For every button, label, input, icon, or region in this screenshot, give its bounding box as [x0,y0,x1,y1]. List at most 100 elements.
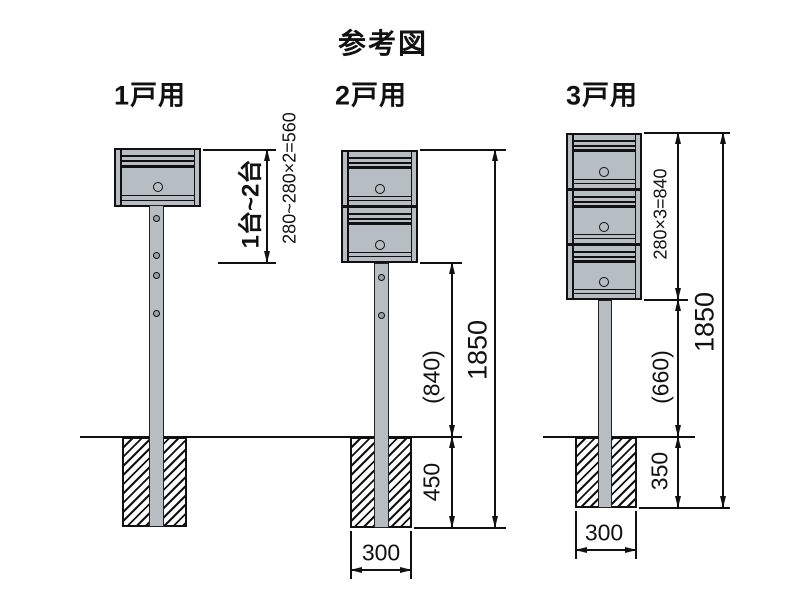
post-hole [152,310,160,317]
mailbox-rail [347,208,349,261]
mailbox-unit [566,189,642,245]
mailbox-unit [341,206,418,263]
mailbox-line [572,251,636,253]
mailbox-line [120,199,195,201]
mailbox-line [347,199,412,201]
mailbox-rail [347,152,349,205]
mailbox-line [572,260,636,263]
dimension-line-embed [675,436,681,508]
mailbox-unit [566,244,642,300]
mailbox-rail [634,135,636,188]
mailbox-line [572,233,636,235]
mailbox-rail [120,150,122,205]
mailbox-dial-icon [599,222,609,232]
extension-line [420,149,506,151]
mailbox-line [572,288,636,290]
dimension-label-embed: 350 [646,451,673,491]
ground-line [80,436,462,438]
dimension-line-width [575,547,637,553]
figure-3-label: 3戸用 [565,80,639,111]
mailbox-line [572,256,636,258]
mailbox-line [347,157,412,159]
post-hole [377,274,385,281]
mailbox-line [572,182,636,184]
mailbox-line [120,160,195,162]
mailbox-unit [341,150,418,207]
mailbox-line [572,145,636,147]
mailbox-line [572,237,636,239]
extension-line [644,132,730,134]
dimension-line-total [720,132,726,508]
post-hole [152,272,160,279]
mailbox-line [347,195,412,197]
dimension-label-clearance: (840) [418,350,445,404]
mailbox-line [572,292,636,294]
dimension-label-width: 300 [584,519,624,546]
post-hole [377,312,385,319]
mailbox-rail [572,135,574,188]
mailbox-line [347,222,412,225]
ground-line [543,436,695,438]
figure-2-label: 2戸用 [334,80,408,111]
mailbox-dial-icon [599,277,609,287]
post [149,205,164,527]
extension-line [639,507,730,509]
mailbox-line [572,196,636,198]
page-title: 参考図 [337,28,429,59]
dimension-line-stack [264,149,270,263]
mailbox-dial-icon [152,182,163,192]
mailbox-line [572,205,636,208]
mailbox-rail [193,150,195,205]
mailbox-rail [410,208,412,261]
mailbox-rail [410,152,412,205]
dimension-line-total [492,149,498,528]
post [598,300,612,508]
mailbox-line [572,201,636,203]
extension-line [410,531,412,579]
dimension-label-total: 1850 [462,319,493,381]
mailbox-line [120,165,195,168]
mailbox-unit [114,148,201,207]
mailbox-line [347,213,412,215]
dimension-label-stack-formula: 280~280×2=560 [279,112,300,244]
extension-line [420,262,462,264]
post-hole [152,215,160,222]
mailbox-line [347,166,412,169]
extension-line [575,511,577,559]
mailbox-rail [572,246,574,298]
dimension-line-clearance [675,299,681,437]
dimension-label-total: 1850 [689,291,720,353]
mailbox-rail [634,191,636,243]
mailbox-dial-icon [599,167,609,177]
extension-line [414,527,506,529]
mailbox-line [120,194,195,196]
mailbox-rail [572,191,574,243]
extension-line [350,531,352,579]
mailbox-line [120,155,195,157]
dimension-label-width: 300 [361,539,401,566]
extension-line [644,299,688,301]
mailbox-line [347,218,412,220]
dimension-line-embed [449,436,455,528]
extension-line [635,511,637,559]
post-hole [152,252,160,259]
figure-1-label: 1戸用 [113,80,187,111]
dimension-label-embed: 450 [418,462,445,502]
mailbox-line [572,178,636,180]
mailbox-line [572,140,636,142]
mailbox-unit [566,133,642,190]
dimension-label-clearance: (660) [647,350,674,404]
dimension-label-units-range: 1台~2台 [237,159,265,249]
mailbox-line [572,149,636,152]
dimension-line-clearance [449,262,455,437]
mailbox-line [347,251,412,253]
mailbox-rail [634,246,636,298]
post [374,263,389,528]
mailbox-dial-icon [374,240,385,250]
dimension-label-stack-formula: 280×3=840 [650,168,671,260]
mailbox-dial-icon [374,184,385,194]
extension-line [218,262,276,264]
extension-line [203,149,276,151]
dimension-line-stack [675,132,681,300]
